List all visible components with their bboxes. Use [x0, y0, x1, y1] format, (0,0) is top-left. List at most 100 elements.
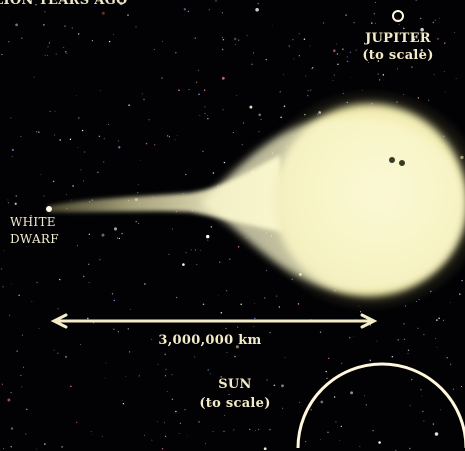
- background-star: [135, 26, 137, 28]
- background-star: [44, 443, 46, 445]
- background-star: [281, 384, 284, 388]
- background-star: [335, 421, 337, 423]
- background-star: [434, 432, 439, 436]
- background-star: [204, 106, 206, 108]
- background-star: [174, 139, 176, 141]
- background-star: [240, 303, 242, 306]
- background-star: [226, 290, 228, 292]
- background-star: [221, 76, 225, 80]
- background-star: [346, 60, 349, 62]
- background-star: [310, 89, 312, 91]
- background-star: [229, 258, 231, 260]
- background-star: [129, 351, 131, 353]
- background-star: [3, 250, 5, 252]
- background-star: [143, 98, 145, 101]
- background-star: [164, 353, 166, 356]
- background-star: [420, 27, 424, 32]
- background-star: [264, 297, 266, 299]
- background-star: [397, 68, 399, 70]
- background-star: [303, 38, 306, 40]
- background-star: [409, 447, 411, 450]
- background-star: [36, 131, 38, 133]
- background-star: [91, 40, 93, 42]
- background-star: [175, 51, 177, 54]
- background-star: [292, 39, 294, 41]
- background-star: [402, 41, 404, 43]
- background-star: [319, 439, 321, 441]
- distance-label: 3,000,000 km: [158, 333, 262, 348]
- background-star: [397, 339, 399, 341]
- background-star: [353, 21, 355, 24]
- sun-label: SUN (to scale): [180, 375, 290, 413]
- background-star: [282, 407, 284, 409]
- background-star: [428, 99, 430, 101]
- sunspot: [389, 157, 395, 163]
- background-star: [435, 338, 436, 339]
- background-star: [171, 398, 174, 400]
- background-star: [44, 11, 46, 13]
- background-star: [381, 39, 383, 41]
- background-star: [157, 363, 159, 365]
- background-star: [246, 35, 248, 37]
- background-star: [111, 293, 114, 295]
- background-star: [355, 49, 357, 51]
- background-star: [397, 18, 399, 20]
- background-star: [113, 328, 115, 330]
- background-star: [455, 78, 457, 79]
- background-star: [113, 299, 115, 302]
- background-star: [207, 118, 209, 120]
- background-star: [411, 66, 413, 68]
- jupiter-circle: [392, 10, 404, 22]
- background-star: [113, 33, 115, 35]
- background-star: [352, 335, 354, 337]
- background-star: [210, 402, 212, 404]
- background-star: [208, 8, 211, 11]
- background-star: [80, 169, 82, 171]
- background-star: [210, 226, 212, 228]
- background-star: [190, 249, 192, 251]
- background-star: [336, 53, 339, 55]
- background-star: [171, 374, 173, 376]
- background-star: [101, 11, 105, 15]
- background-star: [97, 171, 99, 173]
- background-star: [378, 79, 381, 81]
- background-star: [411, 378, 413, 381]
- jupiter-note: (to scale): [362, 48, 434, 63]
- background-star: [30, 225, 32, 227]
- background-star: [219, 261, 221, 263]
- background-star: [202, 303, 205, 306]
- background-star: [16, 350, 18, 352]
- background-star: [99, 259, 101, 261]
- background-star: [340, 425, 342, 428]
- background-star: [116, 237, 118, 239]
- background-star: [10, 427, 14, 430]
- background-star: [217, 295, 219, 297]
- background-star: [194, 356, 196, 358]
- background-star: [284, 357, 286, 359]
- background-star: [76, 245, 78, 247]
- background-star: [320, 400, 324, 404]
- background-star: [35, 4, 37, 6]
- background-star: [271, 25, 273, 26]
- background-star: [137, 184, 139, 186]
- background-star: [364, 395, 365, 397]
- background-star: [420, 389, 422, 391]
- background-star: [350, 391, 354, 395]
- background-star: [7, 202, 9, 204]
- background-star: [255, 429, 256, 431]
- background-star: [288, 45, 290, 47]
- background-star: [225, 327, 227, 330]
- background-star: [398, 23, 400, 25]
- background-star: [21, 37, 23, 39]
- background-star: [305, 75, 307, 77]
- background-star: [241, 144, 243, 146]
- background-star: [20, 375, 22, 377]
- background-star: [265, 58, 267, 61]
- background-star: [108, 40, 111, 43]
- background-star: [242, 122, 244, 124]
- background-star: [88, 233, 91, 235]
- background-star: [234, 44, 236, 45]
- background-star: [332, 80, 334, 82]
- background-star: [340, 362, 343, 365]
- background-star: [138, 375, 140, 377]
